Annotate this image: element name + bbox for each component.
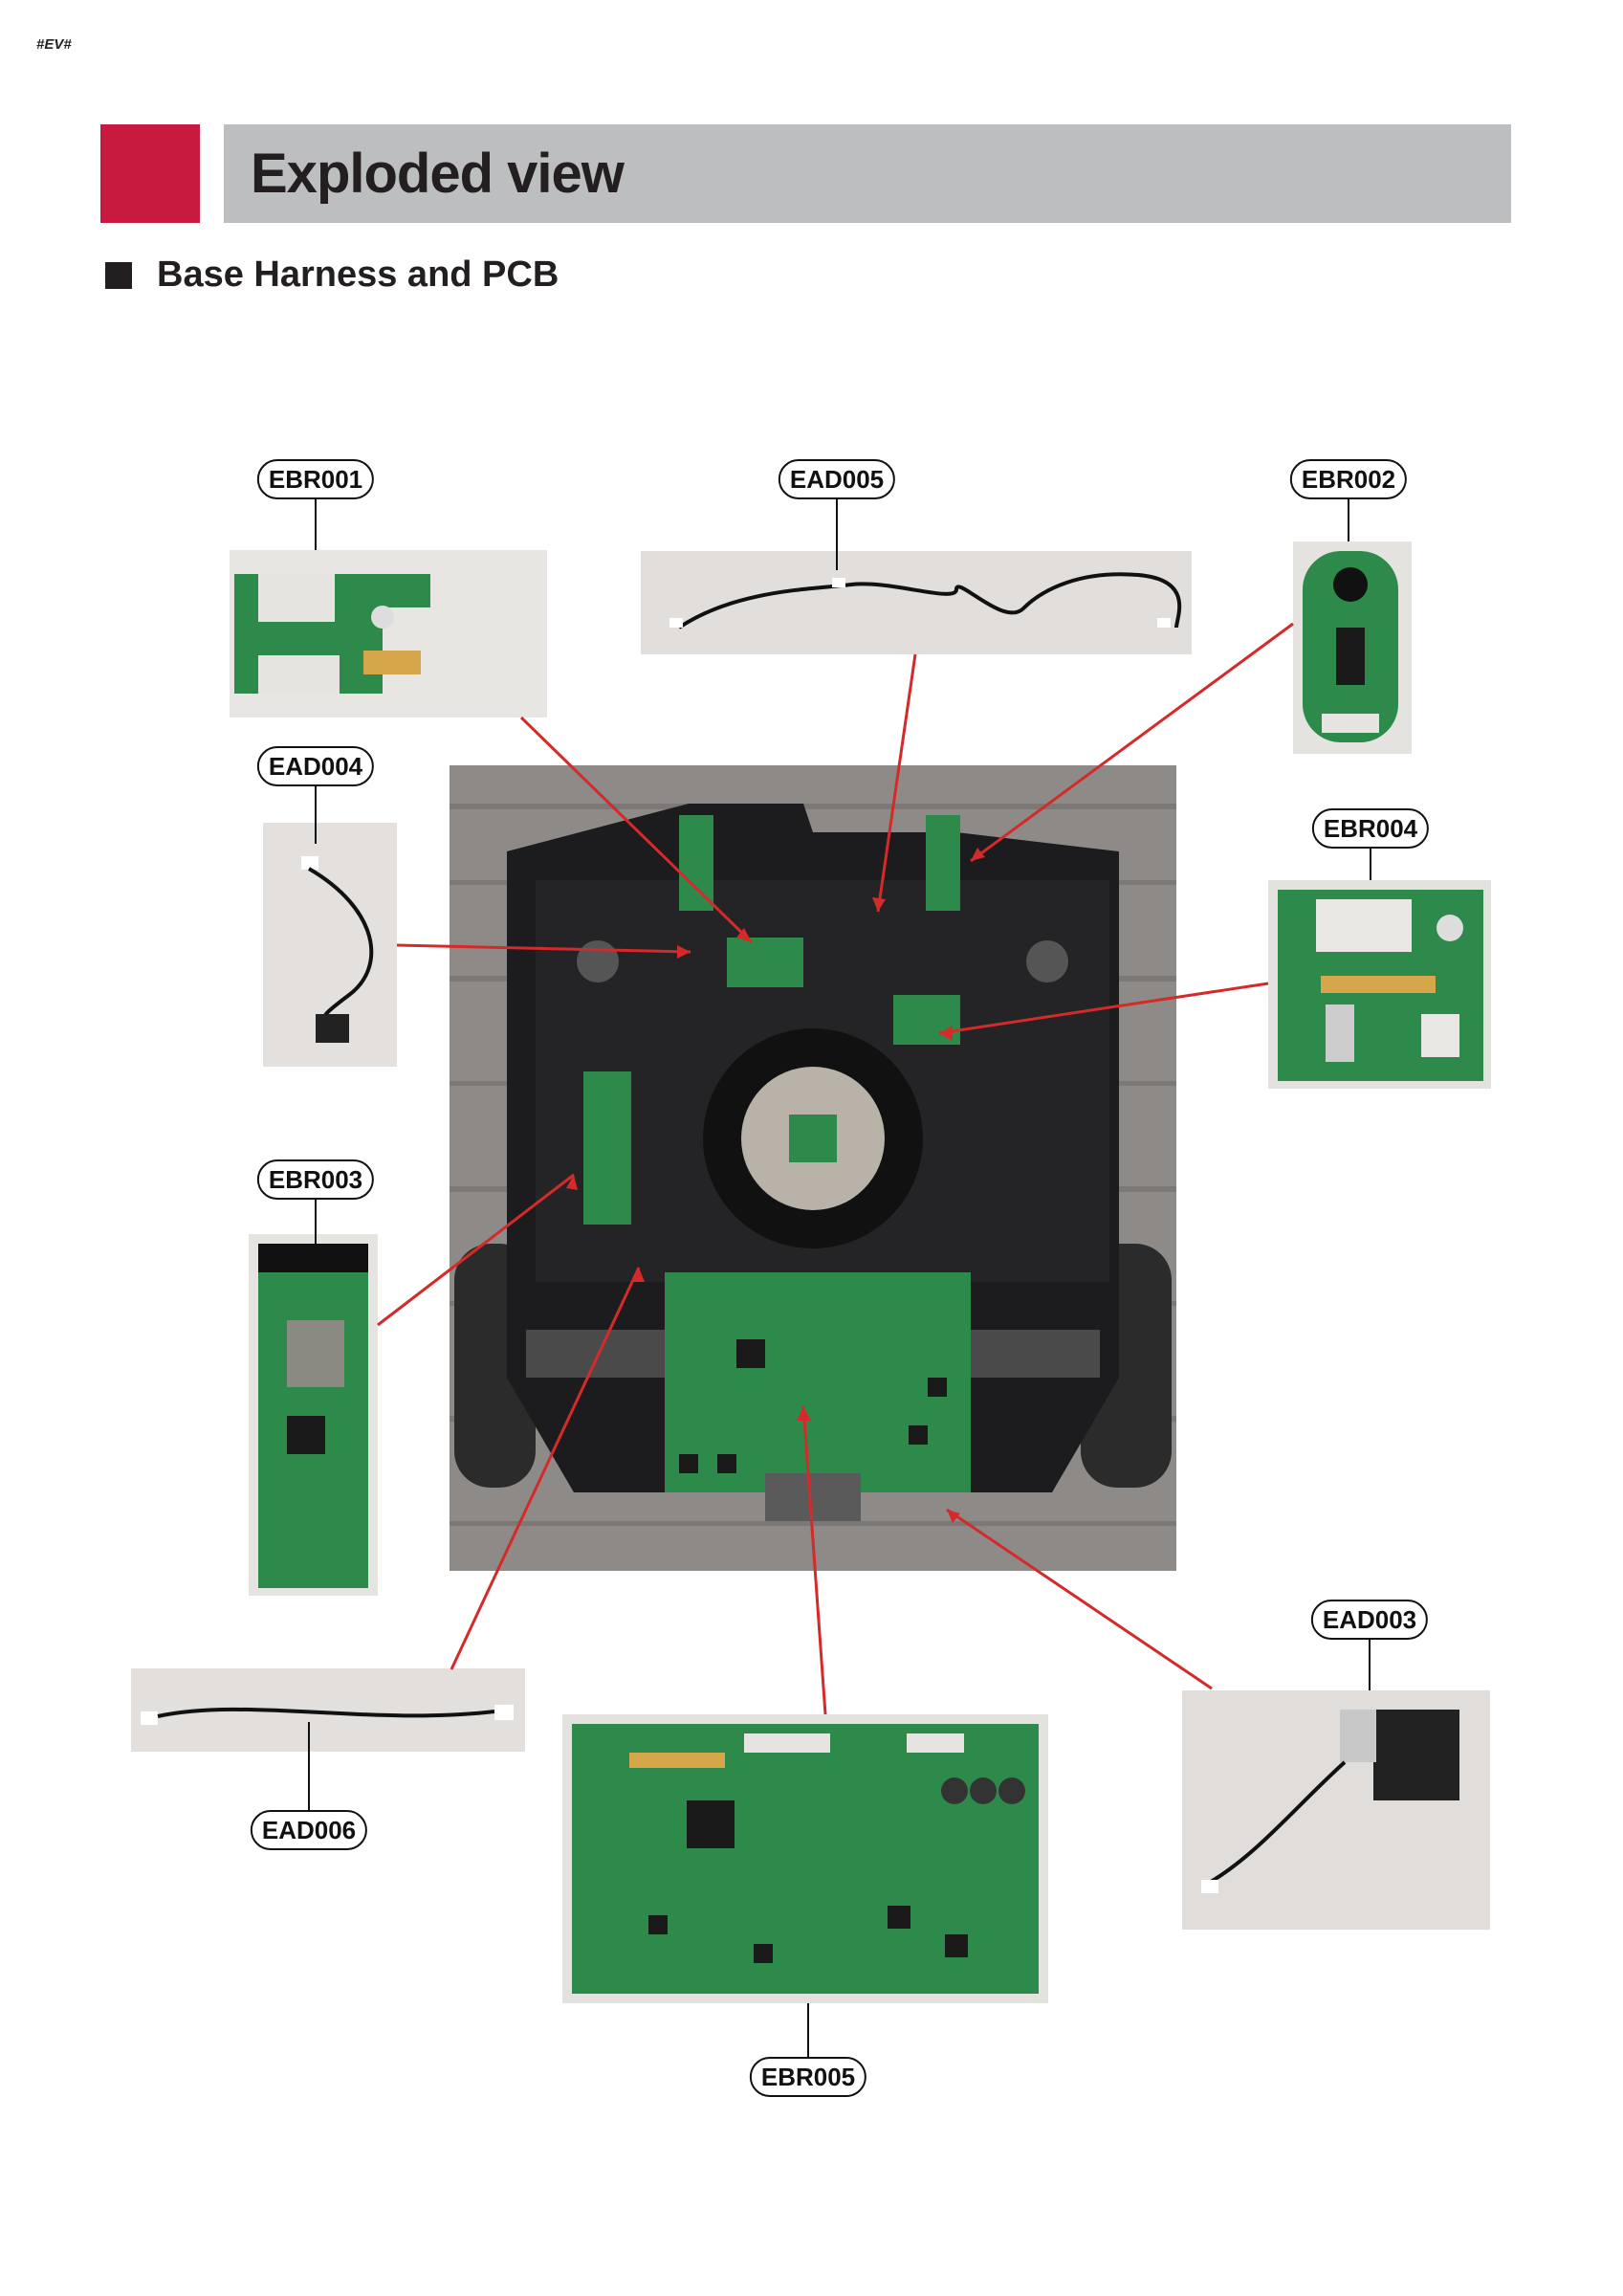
label-ead006: EAD006 [250, 1810, 368, 1850]
label-ead004: EAD004 [256, 746, 375, 786]
ebr004-pcb-photo [1268, 880, 1491, 1089]
ead004-cable-photo [263, 823, 397, 1067]
label-ebr003: EBR003 [256, 1159, 375, 1200]
ebr003-pcb-photo [249, 1234, 378, 1596]
label-ebr004: EBR004 [1311, 808, 1430, 849]
title-bar: Exploded view [224, 124, 1511, 223]
ead005-harness-photo [641, 551, 1192, 654]
label-ebr002: EBR002 [1289, 459, 1408, 499]
header-accent-block [100, 124, 200, 223]
ead006-cable-photo [131, 1668, 525, 1752]
label-ebr005: EBR005 [749, 2057, 867, 2097]
page-title: Exploded view [251, 143, 625, 205]
label-ead003: EAD003 [1310, 1600, 1429, 1640]
label-ead005: EAD005 [778, 459, 896, 499]
ebr005-main-pcb-photo [562, 1714, 1048, 2003]
base-assembly-photo [450, 765, 1176, 1571]
ebr001-pcb-photo [230, 550, 547, 718]
section-heading: Base Harness and PCB [105, 254, 559, 296]
section-title: Base Harness and PCB [157, 254, 559, 295]
page-tag: #EV# [36, 36, 72, 53]
ead003-switch-photo [1182, 1690, 1490, 1930]
section-bullet-icon [105, 261, 132, 289]
label-ebr001: EBR001 [256, 459, 375, 499]
ebr002-pcb-photo [1293, 541, 1412, 754]
